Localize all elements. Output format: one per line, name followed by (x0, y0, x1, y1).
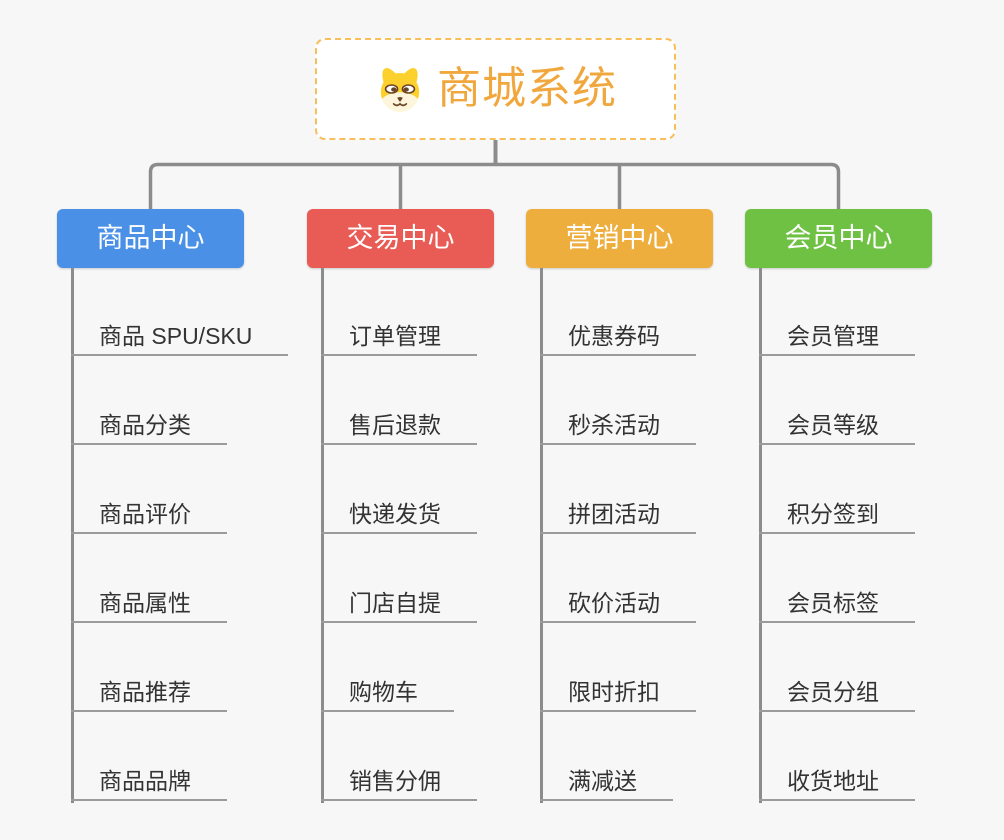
root-node[interactable]: 商城系统 (315, 38, 676, 140)
leaf-node[interactable]: 购物车 (321, 623, 454, 712)
branch-leaves: 订单管理 售后退款 快递发货 门店自提 购物车 销售分佣 (321, 267, 477, 801)
leaf-node[interactable]: 砍价活动 (540, 534, 696, 623)
branch-trunk-line (540, 268, 543, 803)
leaf-label: 积分签到 (787, 500, 879, 527)
leaf-label: 商品评价 (99, 500, 191, 527)
leaf-node[interactable]: 秒杀活动 (540, 356, 696, 445)
root-title: 商城系统 (437, 64, 617, 113)
leaf-node[interactable]: 商品属性 (71, 534, 227, 623)
branch-label: 商品中心 (96, 223, 205, 253)
leaf-label: 购物车 (349, 678, 418, 705)
leaf-node[interactable]: 快递发货 (321, 445, 477, 534)
leaf-label: 拼团活动 (568, 500, 660, 527)
leaf-node[interactable]: 销售分佣 (321, 712, 477, 801)
leaf-node[interactable]: 门店自提 (321, 534, 477, 623)
branch-box[interactable]: 商品中心 (57, 209, 244, 268)
leaf-node[interactable]: 会员标签 (759, 534, 915, 623)
branch-label: 营销中心 (565, 223, 674, 253)
leaf-label: 商品品牌 (99, 767, 191, 794)
leaf-node[interactable]: 限时折扣 (540, 623, 696, 712)
leaf-label: 满减送 (568, 767, 637, 794)
leaf-label: 快递发货 (349, 500, 441, 527)
leaf-node[interactable]: 优惠券码 (540, 267, 696, 356)
branch: 交易中心 订单管理 售后退款 快递发货 门店自提 购物车 销售分佣 (307, 209, 567, 803)
branch: 营销中心 优惠券码 秒杀活动 拼团活动 砍价活动 限时折扣 满减送 (526, 209, 786, 803)
leaf-node[interactable]: 商品评价 (71, 445, 227, 534)
leaf-node[interactable]: 拼团活动 (540, 445, 696, 534)
branch-leaves: 商品 SPU/SKU 商品分类 商品评价 商品属性 商品推荐 商品品牌 (71, 267, 289, 801)
leaf-label: 会员等级 (787, 411, 879, 438)
branch-label: 会员中心 (784, 223, 893, 253)
leaf-node[interactable]: 满减送 (540, 712, 673, 801)
branch-label: 交易中心 (346, 223, 455, 253)
leaf-label: 商品推荐 (99, 678, 191, 705)
branch-leaves: 会员管理 会员等级 积分签到 会员标签 会员分组 收货地址 (759, 267, 915, 801)
branch-box[interactable]: 会员中心 (745, 209, 932, 268)
branch-box[interactable]: 交易中心 (307, 209, 494, 268)
leaf-node[interactable]: 商品推荐 (71, 623, 227, 712)
leaf-label: 商品属性 (99, 589, 191, 616)
leaf-label: 订单管理 (349, 322, 441, 349)
leaf-node[interactable]: 订单管理 (321, 267, 477, 356)
leaf-node[interactable]: 商品品牌 (71, 712, 227, 801)
branch-leaves: 优惠券码 秒杀活动 拼团活动 砍价活动 限时折扣 满减送 (540, 267, 696, 801)
leaf-node[interactable]: 会员管理 (759, 267, 915, 356)
leaf-label: 门店自提 (349, 589, 441, 616)
branch-trunk-line (759, 268, 762, 803)
leaf-node[interactable]: 商品 SPU/SKU (71, 267, 289, 356)
leaf-node[interactable]: 积分签到 (759, 445, 915, 534)
leaf-node[interactable]: 售后退款 (321, 356, 477, 445)
doge-icon (374, 65, 426, 113)
leaf-node[interactable]: 会员等级 (759, 356, 915, 445)
branch-trunk-line (321, 268, 324, 803)
leaf-label: 收货地址 (787, 767, 879, 794)
leaf-label: 优惠券码 (568, 322, 660, 349)
branch: 商品中心 商品 SPU/SKU 商品分类 商品评价 商品属性 商品推荐 商品品牌 (57, 209, 317, 803)
branch-box[interactable]: 营销中心 (526, 209, 713, 268)
leaf-label: 商品分类 (99, 411, 191, 438)
leaf-label: 会员分组 (787, 678, 879, 705)
leaf-label: 会员管理 (787, 322, 879, 349)
branch: 会员中心 会员管理 会员等级 积分签到 会员标签 会员分组 收货地址 (745, 209, 1004, 803)
branch-trunk-line (71, 268, 74, 803)
leaf-label: 商品 SPU/SKU (99, 322, 253, 349)
leaf-label: 会员标签 (787, 589, 879, 616)
leaf-label: 限时折扣 (568, 678, 660, 705)
leaf-label: 砍价活动 (568, 589, 660, 616)
leaf-node[interactable]: 商品分类 (71, 356, 227, 445)
leaf-node[interactable]: 收货地址 (759, 712, 915, 801)
leaf-node[interactable]: 会员分组 (759, 623, 915, 712)
leaf-label: 秒杀活动 (568, 411, 660, 438)
leaf-label: 售后退款 (349, 411, 441, 438)
leaf-label: 销售分佣 (349, 767, 441, 794)
